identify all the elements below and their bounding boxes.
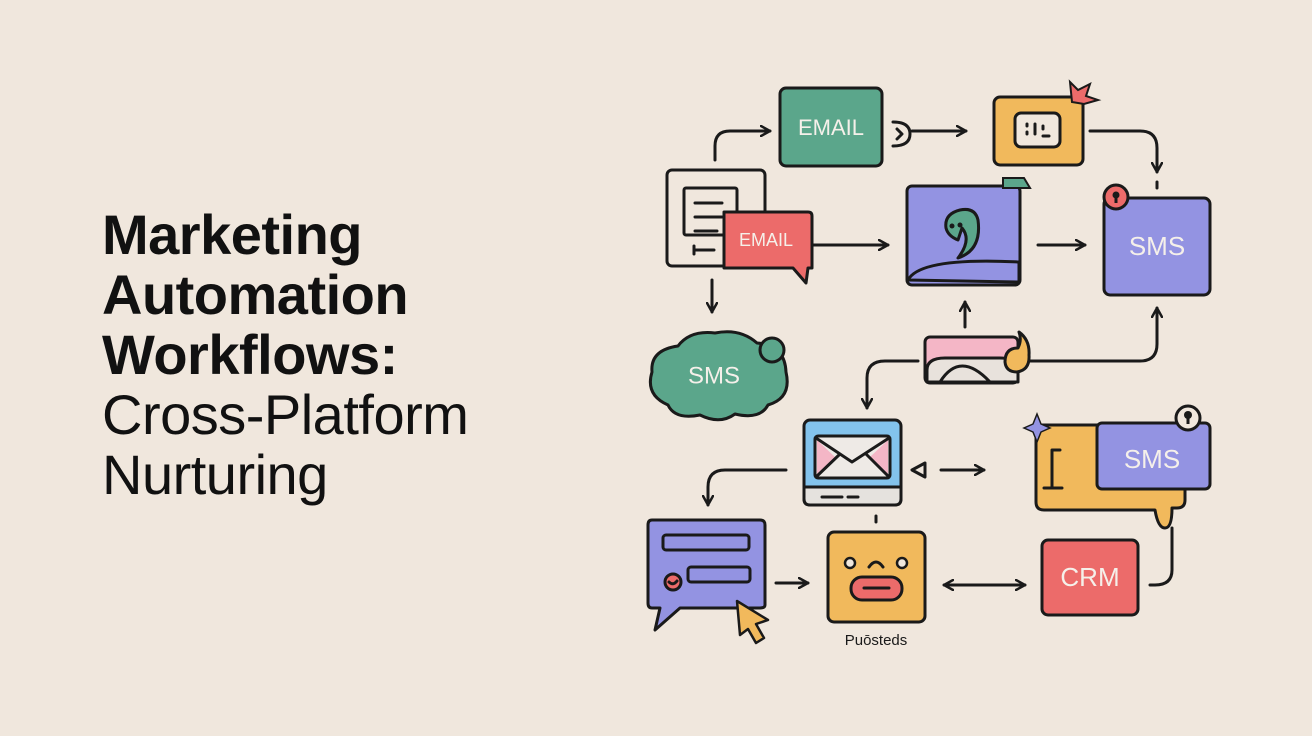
arrow-card-to-monitor xyxy=(867,359,920,410)
email-label: EMAIL xyxy=(798,115,864,140)
crm-label: CRM xyxy=(1060,562,1119,592)
chat-form-node xyxy=(646,518,770,645)
cursor-icon xyxy=(735,599,770,645)
email-label: EMAIL xyxy=(739,230,793,250)
email-monitor-node xyxy=(802,418,903,507)
triangle-icon xyxy=(910,461,927,479)
sms-chat-node: SMS xyxy=(1022,404,1212,530)
hill-icon xyxy=(906,259,1021,284)
arrow-yellow-to-sms xyxy=(1088,129,1157,174)
arrow-card-to-sms xyxy=(1028,306,1157,363)
creature-icon xyxy=(944,208,981,260)
sms-label: SMS xyxy=(1124,444,1180,474)
sms-label: SMS xyxy=(1129,231,1185,261)
line-sms-to-crm xyxy=(1148,526,1174,587)
arrow-monitor-to-chat xyxy=(708,468,788,507)
sparkle-icon xyxy=(1022,411,1052,445)
email-bubble-node: EMAIL xyxy=(722,210,814,285)
face-node: Puōsteds xyxy=(826,530,927,649)
subtitle-line: Cross-Platform xyxy=(102,383,469,446)
profile-card-node xyxy=(923,330,1031,385)
subtitle-line: Nurturing xyxy=(102,443,328,506)
arrow-doc-to-email xyxy=(713,131,772,162)
title-line: Workflows: xyxy=(102,323,398,386)
sms-node-right: SMS xyxy=(1102,183,1212,297)
envelope-icon xyxy=(813,434,892,480)
image-node xyxy=(905,177,1032,287)
speech-icon xyxy=(1003,330,1031,374)
title-line: Automation xyxy=(102,263,409,326)
sms-label: SMS xyxy=(688,362,740,389)
crm-node: CRM xyxy=(1040,538,1140,617)
star-badge-icon xyxy=(1068,79,1102,106)
page-title: Marketing Automation Workflows: Cross-Pl… xyxy=(102,203,469,506)
title-line: Marketing xyxy=(102,203,363,266)
connectors xyxy=(708,120,1174,587)
flag-icon xyxy=(1002,177,1032,189)
chatbot-node xyxy=(992,79,1102,167)
connector-bracket xyxy=(891,120,912,148)
chevron-icon xyxy=(895,127,904,141)
face-caption: Puōsteds xyxy=(845,632,908,649)
email-node-top: EMAIL xyxy=(778,86,884,168)
sms-cloud-node: SMS xyxy=(648,330,789,422)
